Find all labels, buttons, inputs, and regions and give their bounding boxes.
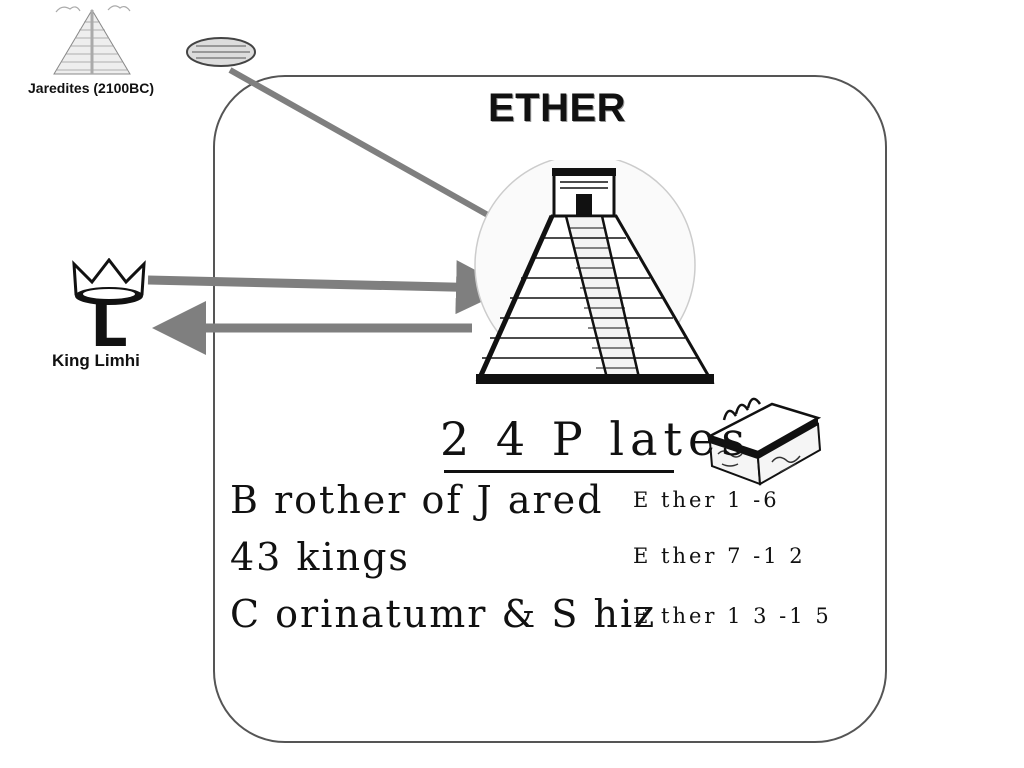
- arrow-jaredites-to-ether: [228, 67, 529, 238]
- limhi-letter-icon: L: [91, 292, 128, 350]
- row-ref: E ther 7 -1 2: [633, 544, 806, 568]
- row-ref: E ther 1 -6: [633, 488, 780, 512]
- stone-tablet-icon: [186, 37, 256, 67]
- mayan-pyramid-icon: [474, 160, 715, 384]
- plates-box-icon: [706, 397, 822, 486]
- plates-heading-underline: [444, 470, 674, 473]
- content-frame: [213, 75, 887, 743]
- small-pyramid-icon: [53, 5, 131, 75]
- jaredites-label: Jaredites (2100BC): [28, 80, 155, 96]
- page-title: ETHER: [488, 86, 627, 130]
- plates-heading: 2 4 P lates: [440, 412, 751, 466]
- arrow-limhi-to-ether: [147, 260, 510, 315]
- limhi-label: King Limhi: [52, 351, 140, 370]
- row-name: B rother of J ared: [230, 478, 604, 522]
- row-name: 43 kings: [230, 535, 410, 579]
- crown-icon: L: [72, 258, 146, 350]
- row-name: C orinatumr & S hiz: [230, 592, 657, 636]
- row-ref: E ther 1 3 -1 5: [633, 604, 832, 628]
